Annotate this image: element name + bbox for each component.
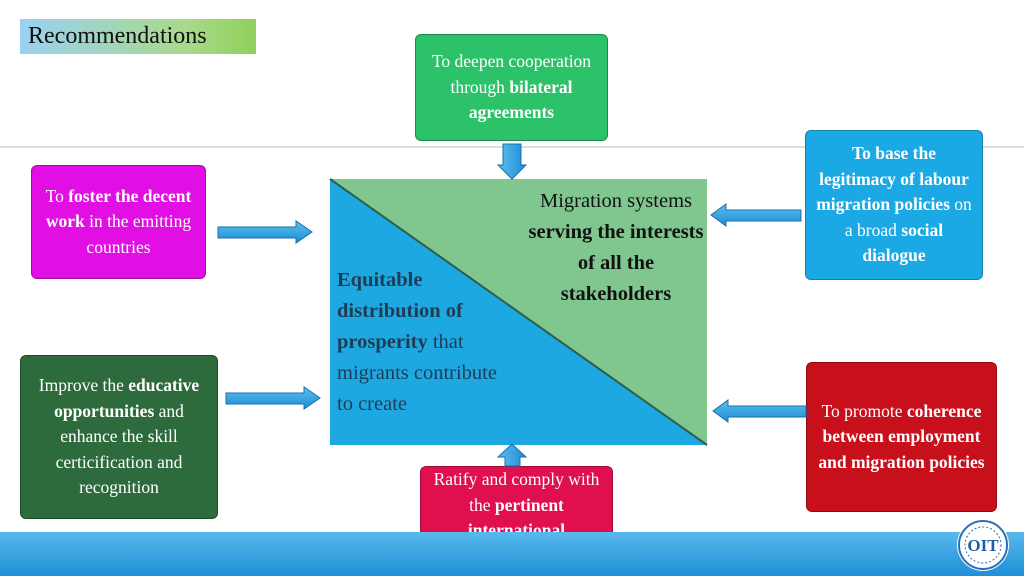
bold-text: educative opportunities <box>54 375 200 421</box>
oit-logo-icon: OIT <box>957 519 1009 571</box>
bold-text: serving the interests of all the stakeho… <box>528 221 704 305</box>
box-left-education: Improve the educative opportunities and … <box>20 355 218 519</box>
triangle-diagonal <box>329 178 708 446</box>
box-text: To foster the decent work in the emittin… <box>40 184 197 261</box>
arrow-right-icon-top <box>217 220 313 244</box>
box-text: To deepen cooperation through bilateral … <box>424 49 599 126</box>
svg-text:OIT: OIT <box>967 536 999 555</box>
box-right-social-dialogue: To base the legitimacy of labour migrati… <box>805 130 983 280</box>
bold-text: social dialogue <box>862 219 944 266</box>
bold-text: bilateral agreements <box>468 76 573 123</box>
box-left-decent-work: To foster the decent work in the emittin… <box>31 165 206 279</box>
bold-text: Equitable distribution of prosperity <box>337 269 463 353</box>
text-segment: Improve the <box>38 375 129 396</box>
text-segment: Migration systems <box>539 190 693 212</box>
box-text: Migration systems serving the interests … <box>528 186 704 310</box>
text-segment: on a broad <box>844 194 972 240</box>
footer-bar <box>0 532 1024 576</box>
slide-title: Recommendations <box>20 19 256 54</box>
bold-text: foster the decent work <box>45 185 192 232</box>
text-segment: To <box>45 185 69 206</box>
box-text: To base the legitimacy of labour migrati… <box>814 141 974 269</box>
box-text: To promote coherence between employment … <box>815 399 988 476</box>
bold-text: To base the legitimacy of labour migrati… <box>816 143 969 215</box>
text-segment: Ratify and comply with the <box>433 469 600 515</box>
text-segment: and enhance the skill certicification an… <box>55 400 184 498</box>
arrow-up-icon <box>496 443 528 467</box>
text-segment: that migrants contribute to create <box>337 331 497 415</box>
text-segment: in the emitting countries <box>84 211 192 257</box>
box-top-bilateral: To deepen cooperation through bilateral … <box>415 34 608 141</box>
center-left-text: Equitable distribution of prosperity tha… <box>337 265 509 420</box>
text-segment: To deepen cooperation through <box>431 51 592 97</box>
box-text: Equitable distribution of prosperity tha… <box>337 265 509 420</box>
arrow-down-icon <box>496 143 528 180</box>
text-segment: To promote <box>821 400 907 421</box>
arrow-left-icon-bottom <box>712 399 807 423</box>
arrow-left-icon-top <box>710 203 802 227</box>
bold-text: coherence between employment and migrati… <box>818 400 985 472</box>
center-right-text: Migration systems serving the interests … <box>528 186 704 310</box>
box-text: Improve the educative opportunities and … <box>29 373 209 501</box>
box-right-coherence: To promote coherence between employment … <box>806 362 997 512</box>
arrow-right-icon-bottom <box>225 386 321 410</box>
